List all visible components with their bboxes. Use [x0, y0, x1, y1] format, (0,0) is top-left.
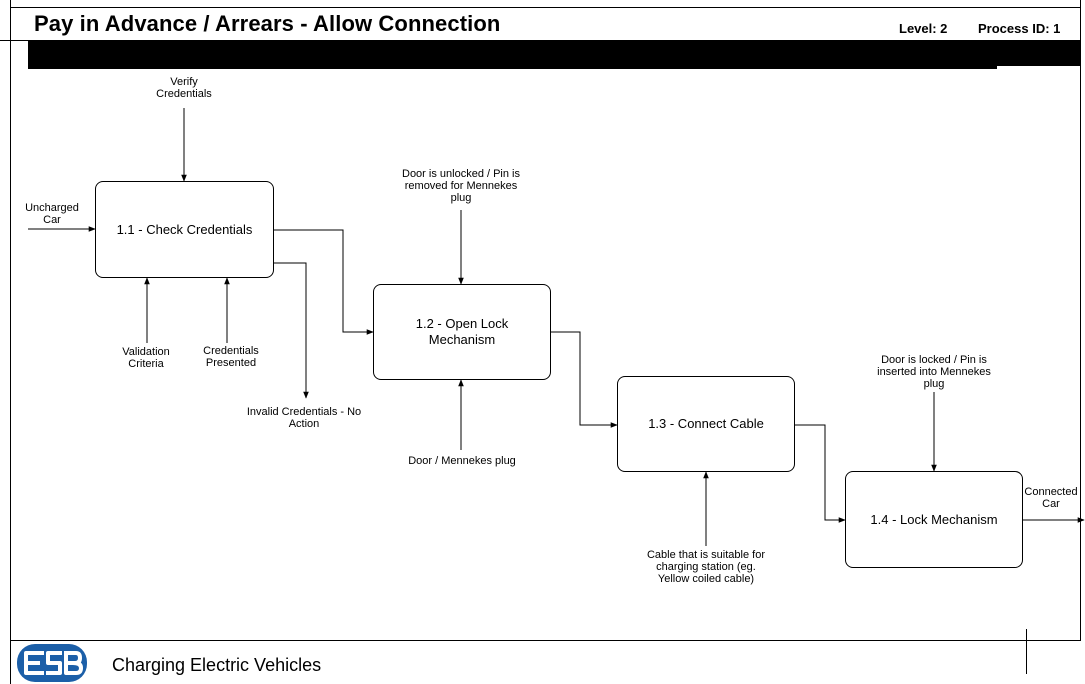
control-label-door-unlocked: Door is unlocked / Pin is removed for Me…	[402, 168, 520, 204]
level-label: Level: 2	[899, 21, 948, 36]
process-node-label: 1.1 - Check Credentials	[116, 221, 253, 237]
process-node-1-3[interactable]: 1.3 - Connect Cable	[617, 376, 795, 472]
mechanism-label-cable: Cable that is suitable for charging stat…	[646, 549, 765, 585]
page-title: Pay in Advance / Arrears - Allow Connect…	[34, 11, 501, 36]
mechanism-label-credentials-presented: Credentials Presented	[203, 345, 259, 369]
header-bar	[28, 40, 1080, 69]
frame-left-border	[10, 0, 11, 684]
process-node-label: 1.2 - Open Lock Mechanism	[415, 316, 509, 347]
mechanism-label-validation-criteria: Validation Criteria	[122, 346, 170, 370]
frame-right-border	[1080, 0, 1081, 640]
arrow-1-1-to-1-2	[274, 229, 374, 335]
arrow-1-2-to-1-3	[550, 331, 618, 428]
output-label-connected-car: Connected Car	[1024, 486, 1078, 510]
control-label-door-locked: Door is locked / Pin is inserted into Me…	[877, 354, 991, 390]
process-node-1-1[interactable]: 1.1 - Check Credentials	[95, 181, 274, 278]
frame-top-border	[10, 7, 1081, 8]
arrow-1-3-to-1-4	[795, 424, 846, 523]
process-node-label: 1.4 - Lock Mechanism	[870, 511, 998, 527]
output-label-invalid-credentials: Invalid Credentials - No Action	[246, 406, 362, 430]
process-node-1-2[interactable]: 1.2 - Open Lock Mechanism	[373, 284, 551, 380]
input-label-uncharged-car: Uncharged Car	[25, 202, 79, 226]
header-bar-notch	[997, 66, 1080, 69]
arrow-invalid-credentials	[274, 262, 309, 399]
process-node-label: 1.3 - Connect Cable	[648, 416, 764, 431]
footer-tick	[1026, 629, 1027, 674]
process-node-1-4[interactable]: 1.4 - Lock Mechanism	[845, 471, 1023, 568]
footer-rule	[10, 640, 1081, 641]
mechanism-label-door-plug: Door / Mennekes plug	[408, 455, 516, 467]
footer-caption: Charging Electric Vehicles	[112, 655, 322, 675]
frame-left-tick	[0, 40, 28, 41]
esb-logo	[17, 644, 87, 682]
process-id-label: Process ID: 1	[978, 21, 1061, 36]
control-label-verify-credentials: Verify Credentials	[156, 76, 212, 100]
